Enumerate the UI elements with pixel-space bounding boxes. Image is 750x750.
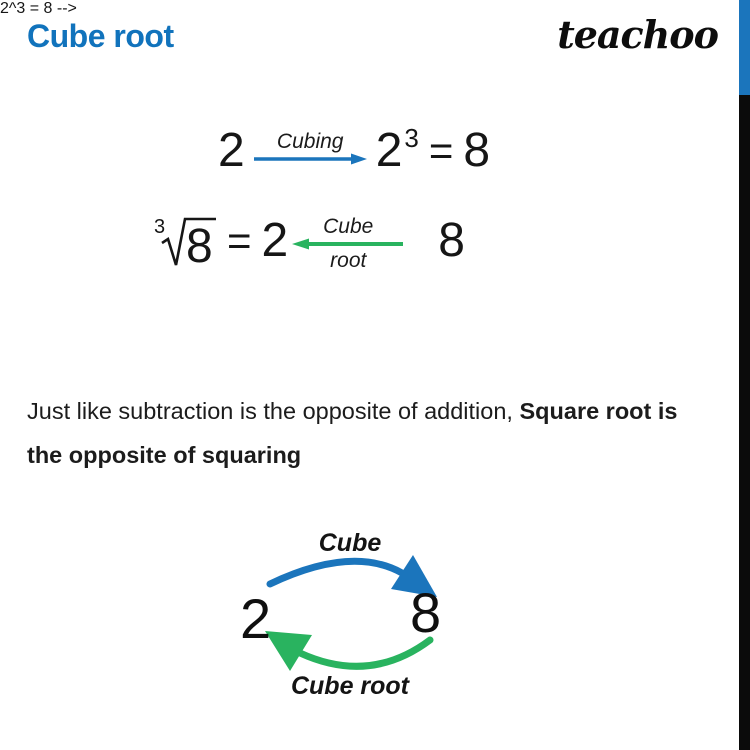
page-title: Cube root — [27, 18, 174, 54]
right-accent-bar-blue — [739, 0, 750, 95]
cycle-forward-label: Cube — [318, 529, 382, 557]
cubing-result-exponent: 3 — [404, 123, 419, 153]
cubing-equals-sign: = — [428, 127, 454, 174]
cubing-equation: 2 Cubing 2 3 = 8 — [218, 123, 491, 177]
cube-root-result: 2 — [261, 214, 289, 267]
cubing-result-value: 8 — [463, 124, 491, 177]
teachoo-logo: teachoo — [557, 12, 719, 57]
cubing-input: 2 — [218, 124, 245, 177]
cycle-forward-arrowhead-icon — [391, 555, 437, 597]
cubing-arrow-block: Cubing — [253, 131, 368, 165]
cube-root-radical: 3 8 — [154, 216, 216, 270]
cube-root-arrow-block: Cube root — [292, 216, 404, 272]
note-line-2: the opposite of squaring — [27, 433, 677, 477]
radicand: 8 — [186, 220, 213, 270]
cycle-backward-label: Cube root — [290, 672, 410, 700]
note-line1-bold: Square root is — [519, 398, 678, 424]
right-arrow-icon — [253, 153, 367, 165]
left-arrow-icon — [292, 238, 404, 250]
cube-cycle-diagram: Cube 2 8 Cube root — [230, 523, 470, 713]
radical-index: 3 — [154, 216, 165, 238]
cube-root-arrow-label-top: Cube — [323, 215, 374, 238]
cycle-forward-arc — [266, 557, 406, 588]
cube-root-arrow-label-bottom: root — [330, 249, 367, 272]
cube-root-equals-sign: = — [227, 217, 252, 264]
radical-sign — [161, 217, 216, 266]
cubing-arrow-label: Cubing — [276, 130, 344, 153]
cube-root-input: 8 — [438, 214, 465, 267]
note-line-1: Just like subtraction is the opposite of… — [27, 389, 678, 433]
cubing-result-base: 2 — [375, 124, 403, 177]
note-line2-bold: the opposite of squaring — [27, 442, 302, 468]
cycle-end-value: 8 — [410, 581, 442, 644]
note-paragraph: Just like subtraction is the opposite of… — [27, 389, 678, 477]
note-line1-normal: Just like subtraction is the opposite of… — [27, 398, 520, 424]
cycle-start-value: 2 — [240, 587, 272, 650]
cycle-arrows — [265, 555, 437, 671]
cube-root-equation: 3 8 = 2 Cube root 8 — [153, 212, 465, 272]
cycle-backward-arc — [296, 636, 434, 670]
right-accent-bar-black — [739, 95, 750, 750]
cycle-backward-arrowhead-icon — [265, 631, 312, 671]
